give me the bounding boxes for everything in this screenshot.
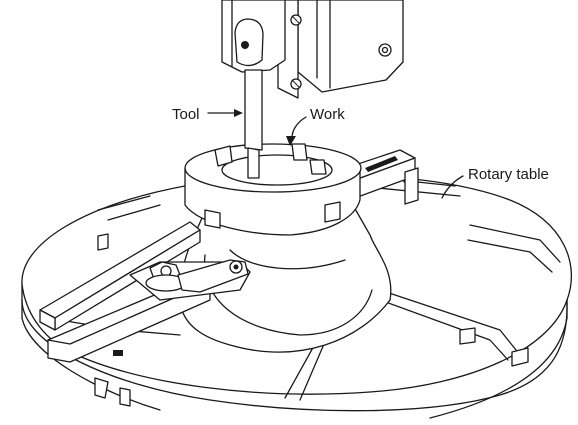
- left-clamp-strap: [39, 221, 251, 363]
- strap-slot: [365, 156, 398, 172]
- spindle-holder: [221, 0, 286, 73]
- leader-rotary-table: [441, 175, 464, 199]
- spindle-screw: [241, 41, 249, 49]
- workpiece: [184, 143, 362, 236]
- label-tool: Tool: [172, 106, 200, 123]
- leader-work: [286, 116, 307, 146]
- cutting-tool: [244, 69, 263, 179]
- label-work: Work: [310, 106, 345, 123]
- label-rotary-table: Rotary table: [468, 166, 549, 183]
- leader-tool: [207, 109, 243, 117]
- machine-head: [277, 0, 404, 99]
